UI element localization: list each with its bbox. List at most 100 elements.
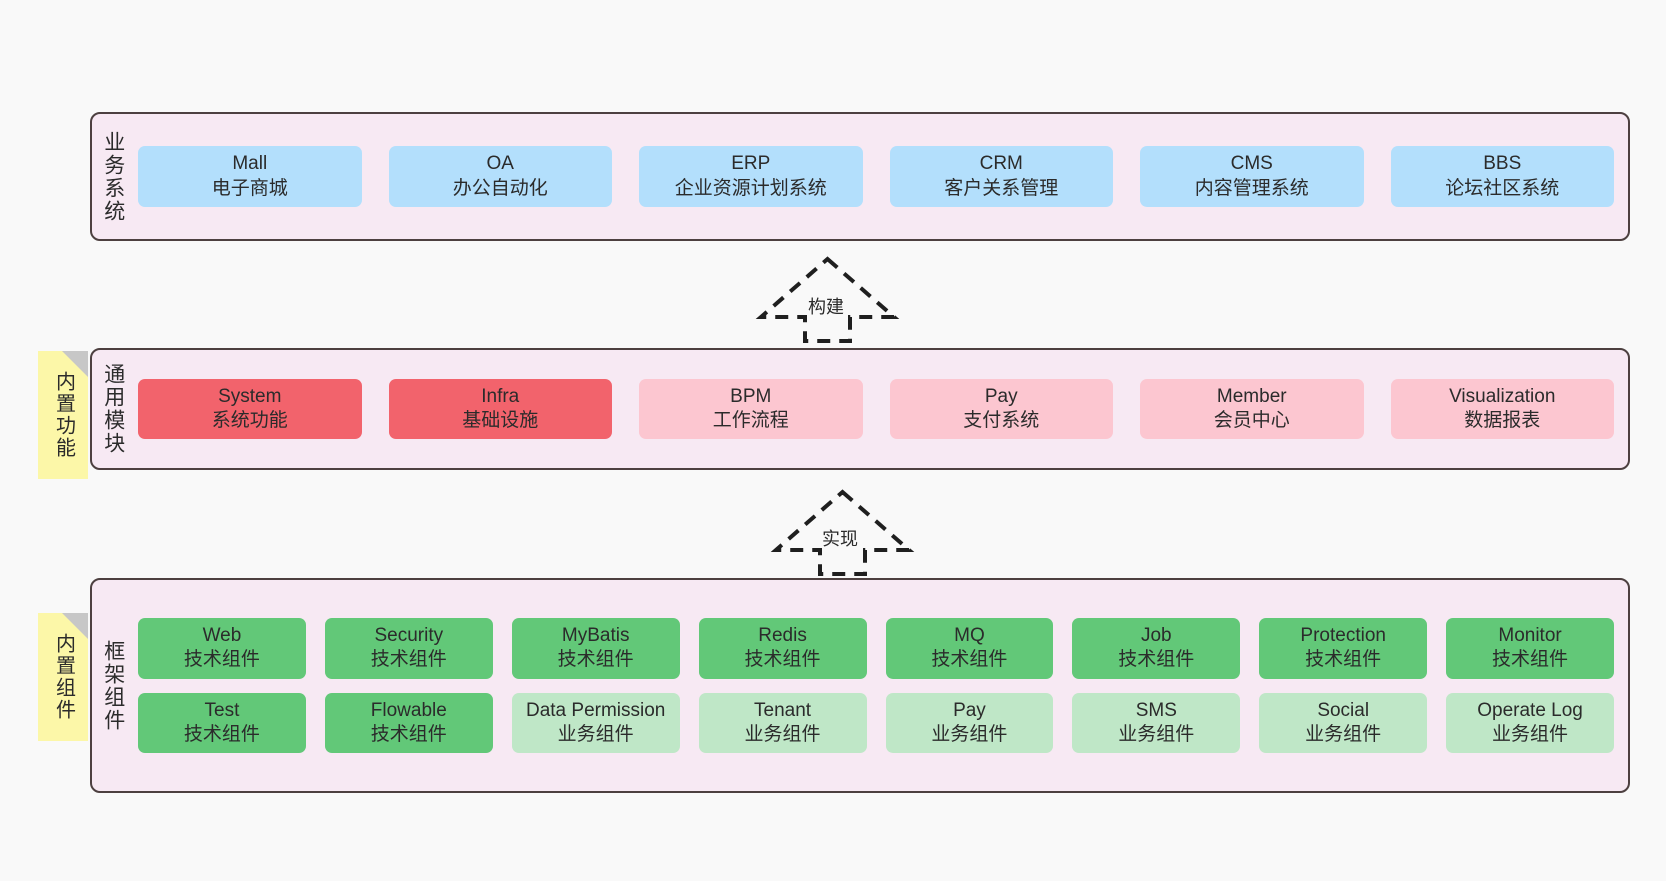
node-flowable-en: Flowable — [370, 699, 447, 721]
node-crm-en: CRM — [979, 153, 1023, 175]
layer-body-business-systems: Mall 电子商城 OA 办公自动化 ERP 企业资源计划系统 CRM 客户关系… — [134, 114, 1628, 239]
node-bpm-en: BPM — [730, 385, 772, 407]
node-cms[interactable]: CMS 内容管理系统 — [1140, 146, 1364, 207]
node-sms-cn: 业务组件 — [1118, 723, 1195, 745]
node-infra-en: Infra — [481, 385, 520, 407]
node-mall-cn: 电子商城 — [211, 177, 288, 199]
node-erp-en: ERP — [731, 153, 771, 175]
note-fold-corner-icon — [62, 613, 88, 639]
note-builtin-components-label: 内置组件 — [52, 633, 75, 721]
node-infra-cn: 基础设施 — [462, 410, 539, 431]
node-protection[interactable]: Protection 技术组件 — [1259, 617, 1428, 679]
node-monitor-en: Monitor — [1498, 624, 1562, 646]
node-erp-cn: 企业资源计划系统 — [674, 177, 827, 199]
node-flowable-cn: 技术组件 — [370, 723, 447, 745]
node-security-en: Security — [374, 624, 444, 646]
node-visualization-en: Visualization — [1449, 385, 1556, 407]
node-pay-module-cn: 支付系统 — [963, 410, 1040, 431]
node-job-cn: 技术组件 — [1118, 649, 1195, 671]
node-oa-cn: 办公自动化 — [452, 177, 548, 199]
node-operate-log-cn: 业务组件 — [1492, 723, 1569, 745]
node-test-en: Test — [204, 699, 240, 721]
node-test-cn: 技术组件 — [183, 723, 260, 745]
node-monitor-cn: 技术组件 — [1492, 649, 1569, 671]
node-infra[interactable]: Infra 基础设施 — [388, 378, 612, 440]
node-visualization[interactable]: Visualization 数据报表 — [1390, 378, 1614, 440]
layer-common-modules: 通用模块 System 系统功能 Infra 基础设施 BPM 工作流程 Pay… — [90, 348, 1630, 470]
node-system-cn: 系统功能 — [211, 410, 288, 431]
node-member-cn: 会员中心 — [1213, 410, 1290, 431]
row-framework-business: Test 技术组件 Flowable 技术组件 Data Permission … — [138, 692, 1614, 754]
node-mq[interactable]: MQ 技术组件 — [885, 617, 1054, 679]
note-builtin-features: 内置功能 — [38, 351, 88, 479]
layer-framework-components: 框架组件 Web 技术组件 Security 技术组件 MyBatis 技术组件… — [90, 578, 1630, 793]
node-visualization-cn: 数据报表 — [1464, 410, 1541, 431]
node-sms[interactable]: SMS 业务组件 — [1072, 692, 1241, 754]
node-data-permission[interactable]: Data Permission 业务组件 — [511, 692, 680, 754]
node-cms-cn: 内容管理系统 — [1194, 177, 1309, 199]
row-framework-tech: Web 技术组件 Security 技术组件 MyBatis 技术组件 Redi… — [138, 617, 1614, 679]
node-test[interactable]: Test 技术组件 — [138, 692, 306, 754]
note-fold-corner-icon — [62, 351, 88, 377]
node-pay-module[interactable]: Pay 支付系统 — [889, 378, 1113, 440]
node-tenant-cn: 业务组件 — [744, 723, 821, 745]
note-builtin-features-label: 内置功能 — [52, 371, 75, 459]
node-social[interactable]: Social 业务组件 — [1259, 692, 1428, 754]
node-bbs-en: BBS — [1483, 153, 1522, 175]
node-redis-en: Redis — [758, 624, 807, 646]
node-member-en: Member — [1216, 385, 1287, 407]
node-operate-log-en: Operate Log — [1477, 699, 1583, 721]
layer-title-business-systems: 业务系统 — [101, 130, 125, 223]
node-protection-cn: 技术组件 — [1305, 649, 1382, 671]
node-oa[interactable]: OA 办公自动化 — [388, 146, 612, 207]
node-mybatis-cn: 技术组件 — [557, 649, 634, 671]
node-pay-component-en: Pay — [953, 699, 986, 721]
node-crm[interactable]: CRM 客户关系管理 — [889, 146, 1113, 207]
arrow-build — [755, 256, 900, 343]
node-mall[interactable]: Mall 电子商城 — [138, 146, 362, 207]
node-protection-en: Protection — [1300, 624, 1386, 646]
row-business-systems: Mall 电子商城 OA 办公自动化 ERP 企业资源计划系统 CRM 客户关系… — [138, 146, 1614, 207]
layer-body-common-modules: System 系统功能 Infra 基础设施 BPM 工作流程 Pay 支付系统… — [134, 350, 1628, 468]
node-tenant[interactable]: Tenant 业务组件 — [698, 692, 867, 754]
node-social-cn: 业务组件 — [1305, 723, 1382, 745]
node-mybatis[interactable]: MyBatis 技术组件 — [511, 617, 680, 679]
node-flowable[interactable]: Flowable 技术组件 — [324, 692, 493, 754]
node-member[interactable]: Member 会员中心 — [1140, 378, 1364, 440]
node-web[interactable]: Web 技术组件 — [138, 617, 306, 679]
node-operate-log[interactable]: Operate Log 业务组件 — [1446, 692, 1614, 754]
layer-business-systems: 业务系统 Mall 电子商城 OA 办公自动化 ERP 企业资源计划系统 CRM… — [90, 112, 1630, 241]
node-tenant-en: Tenant — [754, 699, 812, 721]
node-erp[interactable]: ERP 企业资源计划系统 — [639, 146, 863, 207]
node-system[interactable]: System 系统功能 — [138, 378, 362, 440]
row-common-modules: System 系统功能 Infra 基础设施 BPM 工作流程 Pay 支付系统… — [138, 378, 1614, 440]
node-bbs-cn: 论坛社区系统 — [1445, 177, 1560, 199]
node-system-en: System — [218, 385, 282, 407]
node-data-permission-en: Data Permission — [525, 699, 666, 721]
node-bpm[interactable]: BPM 工作流程 — [639, 378, 863, 440]
node-crm-cn: 客户关系管理 — [944, 177, 1059, 199]
arrow-build-label: 构建 — [808, 297, 844, 317]
node-job-en: Job — [1140, 624, 1172, 646]
node-pay-module-en: Pay — [984, 385, 1018, 407]
layer-title-framework-components: 框架组件 — [101, 639, 125, 732]
node-bpm-cn: 工作流程 — [712, 410, 789, 431]
node-job[interactable]: Job 技术组件 — [1072, 617, 1241, 679]
node-social-en: Social — [1317, 699, 1370, 721]
node-mq-cn: 技术组件 — [931, 649, 1008, 671]
node-redis[interactable]: Redis 技术组件 — [698, 617, 867, 679]
layer-body-framework-components: Web 技术组件 Security 技术组件 MyBatis 技术组件 Redi… — [134, 580, 1628, 791]
node-mall-en: Mall — [232, 153, 268, 175]
arrow-implement-shape — [770, 489, 915, 576]
node-bbs[interactable]: BBS 论坛社区系统 — [1390, 146, 1614, 207]
node-monitor[interactable]: Monitor 技术组件 — [1446, 617, 1614, 679]
node-mq-en: MQ — [954, 624, 985, 646]
node-cms-en: CMS — [1230, 153, 1273, 175]
node-oa-en: OA — [486, 153, 514, 175]
node-mybatis-en: MyBatis — [561, 624, 630, 646]
node-security[interactable]: Security 技术组件 — [324, 617, 493, 679]
node-web-en: Web — [202, 624, 242, 646]
node-pay-component[interactable]: Pay 业务组件 — [885, 692, 1054, 754]
arrow-implement — [770, 489, 915, 576]
